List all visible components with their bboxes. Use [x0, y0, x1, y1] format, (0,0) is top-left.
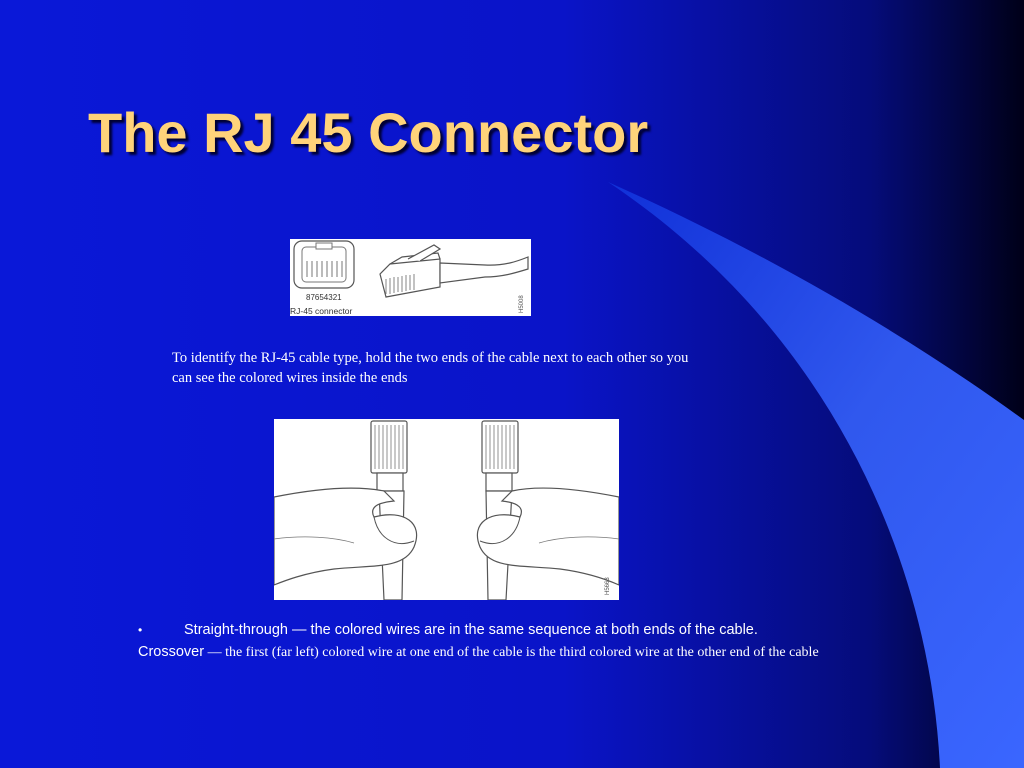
crossover-text: — the first (far left) colored wire at o… — [204, 645, 819, 660]
description-text: To identify the RJ-45 cable type, hold t… — [172, 350, 689, 386]
bullet-marker: • — [138, 623, 143, 637]
hands-holding-cable-ends-illustration: H5663 — [274, 420, 619, 600]
figure1-code: H5008 — [519, 295, 525, 313]
bullet-straight-through: • Straight-through — the colored wires ar… — [138, 620, 998, 641]
rj45-connector-figure: 87654321 RJ-45 connector H5008 — [290, 239, 531, 316]
crossover-term: Crossover — [138, 644, 205, 660]
slide-title: The RJ 45 Connector — [88, 101, 649, 164]
rj45-connector-illustration: 87654321 RJ-45 connector H5008 — [290, 240, 529, 316]
hands-holding-cables-figure: H5663 — [274, 419, 619, 600]
bullet-crossover: Crossover — the first (far left) colored… — [138, 641, 998, 663]
pin-numbers: 87654321 — [306, 293, 342, 302]
figure1-caption: RJ-45 connector — [290, 306, 353, 316]
straight-through-text: Straight-through — the colored wires are… — [184, 622, 758, 638]
bullet-list: • Straight-through — the colored wires ar… — [138, 620, 998, 663]
figure2-code: H5663 — [605, 577, 611, 595]
